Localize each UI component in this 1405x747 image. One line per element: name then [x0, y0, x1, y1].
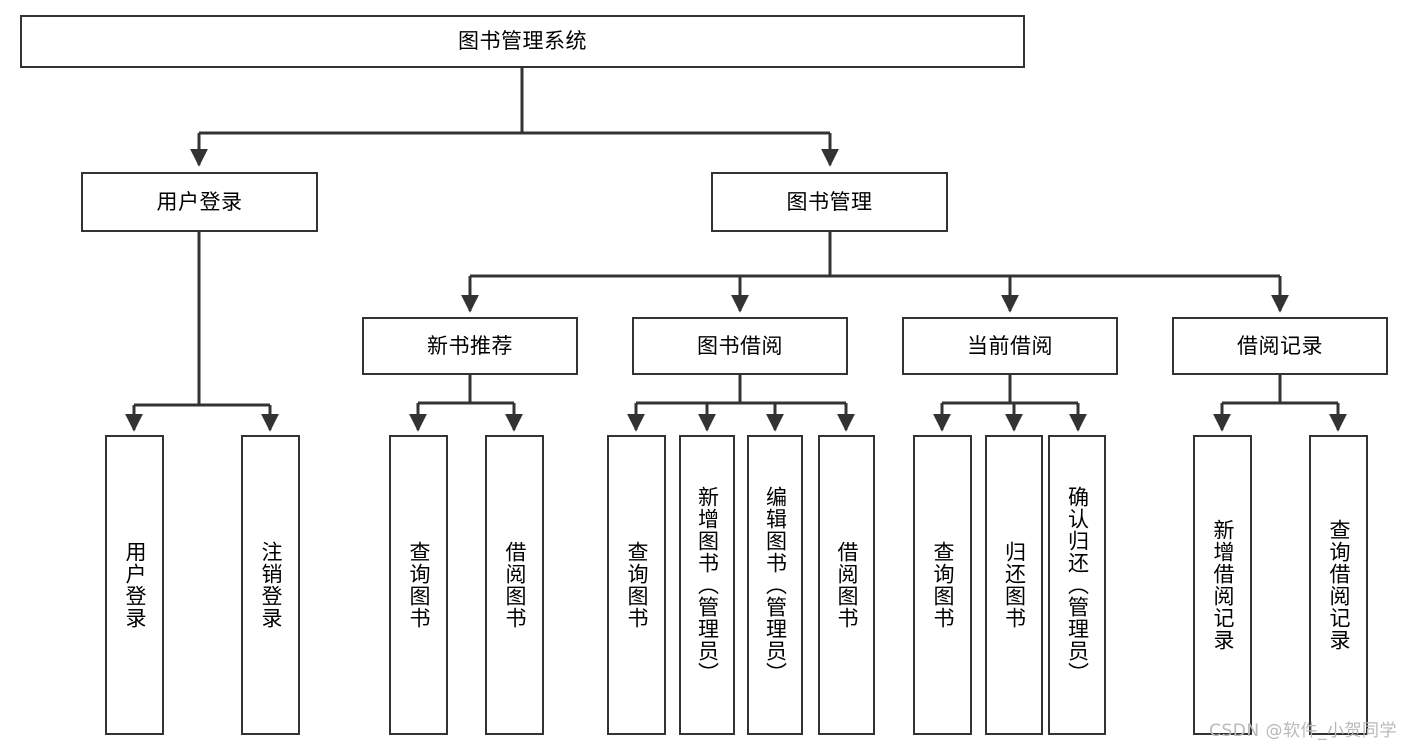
- leaf-borrow-record-query[interactable]: 查询借阅记录: [1309, 435, 1368, 735]
- node-new-book-recommend[interactable]: 新书推荐: [362, 317, 578, 375]
- node-current-borrow[interactable]: 当前借阅: [902, 317, 1118, 375]
- node-root-system[interactable]: 图书管理系统: [20, 15, 1025, 68]
- node-label: 查询图书: [407, 541, 432, 629]
- node-label: 注销登录: [259, 541, 284, 629]
- leaf-current-borrow-return[interactable]: 归还图书: [985, 435, 1043, 735]
- leaf-user-login-signin[interactable]: 用户登录: [105, 435, 164, 735]
- leaf-book-borrow-edit[interactable]: 编辑图书（管理员）: [747, 435, 803, 735]
- node-label: 用户登录: [123, 541, 148, 629]
- node-label: 新书推荐: [427, 333, 513, 358]
- leaf-book-borrow-add[interactable]: 新增图书（管理员）: [679, 435, 735, 735]
- watermark-text: CSDN @软件_小贺同学: [1209, 721, 1397, 741]
- leaf-new-books-borrow[interactable]: 借阅图书: [485, 435, 544, 735]
- leaf-current-borrow-query[interactable]: 查询图书: [913, 435, 972, 735]
- leaf-book-borrow-lend[interactable]: 借阅图书: [818, 435, 875, 735]
- leaf-book-borrow-query[interactable]: 查询图书: [607, 435, 666, 735]
- node-label: 归还图书: [1002, 541, 1027, 629]
- node-label: 借阅图书: [503, 541, 528, 629]
- node-book-management[interactable]: 图书管理: [711, 172, 948, 232]
- node-label: 借阅记录: [1237, 333, 1323, 358]
- leaf-current-borrow-confirm-return[interactable]: 确认归还（管理员）: [1048, 435, 1106, 735]
- node-label: 图书借阅: [697, 333, 783, 358]
- node-user-login[interactable]: 用户登录: [81, 172, 318, 232]
- node-label: 新增图书（管理员）: [695, 486, 720, 684]
- node-label: 图书管理系统: [458, 29, 587, 54]
- node-label: 查询图书: [931, 541, 956, 629]
- node-label: 查询图书: [625, 541, 650, 629]
- node-label: 确认归还（管理员）: [1065, 486, 1090, 684]
- node-label: 编辑图书（管理员）: [763, 486, 788, 684]
- node-label: 新增借阅记录: [1211, 519, 1236, 651]
- node-book-borrow[interactable]: 图书借阅: [632, 317, 848, 375]
- node-label: 用户登录: [156, 189, 243, 214]
- node-label: 查询借阅记录: [1327, 519, 1352, 651]
- node-label: 图书管理: [786, 189, 873, 214]
- node-label: 当前借阅: [967, 333, 1053, 358]
- node-label: 借阅图书: [835, 541, 860, 629]
- leaf-user-login-signout[interactable]: 注销登录: [241, 435, 300, 735]
- leaf-borrow-record-add[interactable]: 新增借阅记录: [1193, 435, 1252, 735]
- leaf-new-books-query[interactable]: 查询图书: [389, 435, 448, 735]
- node-borrow-record[interactable]: 借阅记录: [1172, 317, 1388, 375]
